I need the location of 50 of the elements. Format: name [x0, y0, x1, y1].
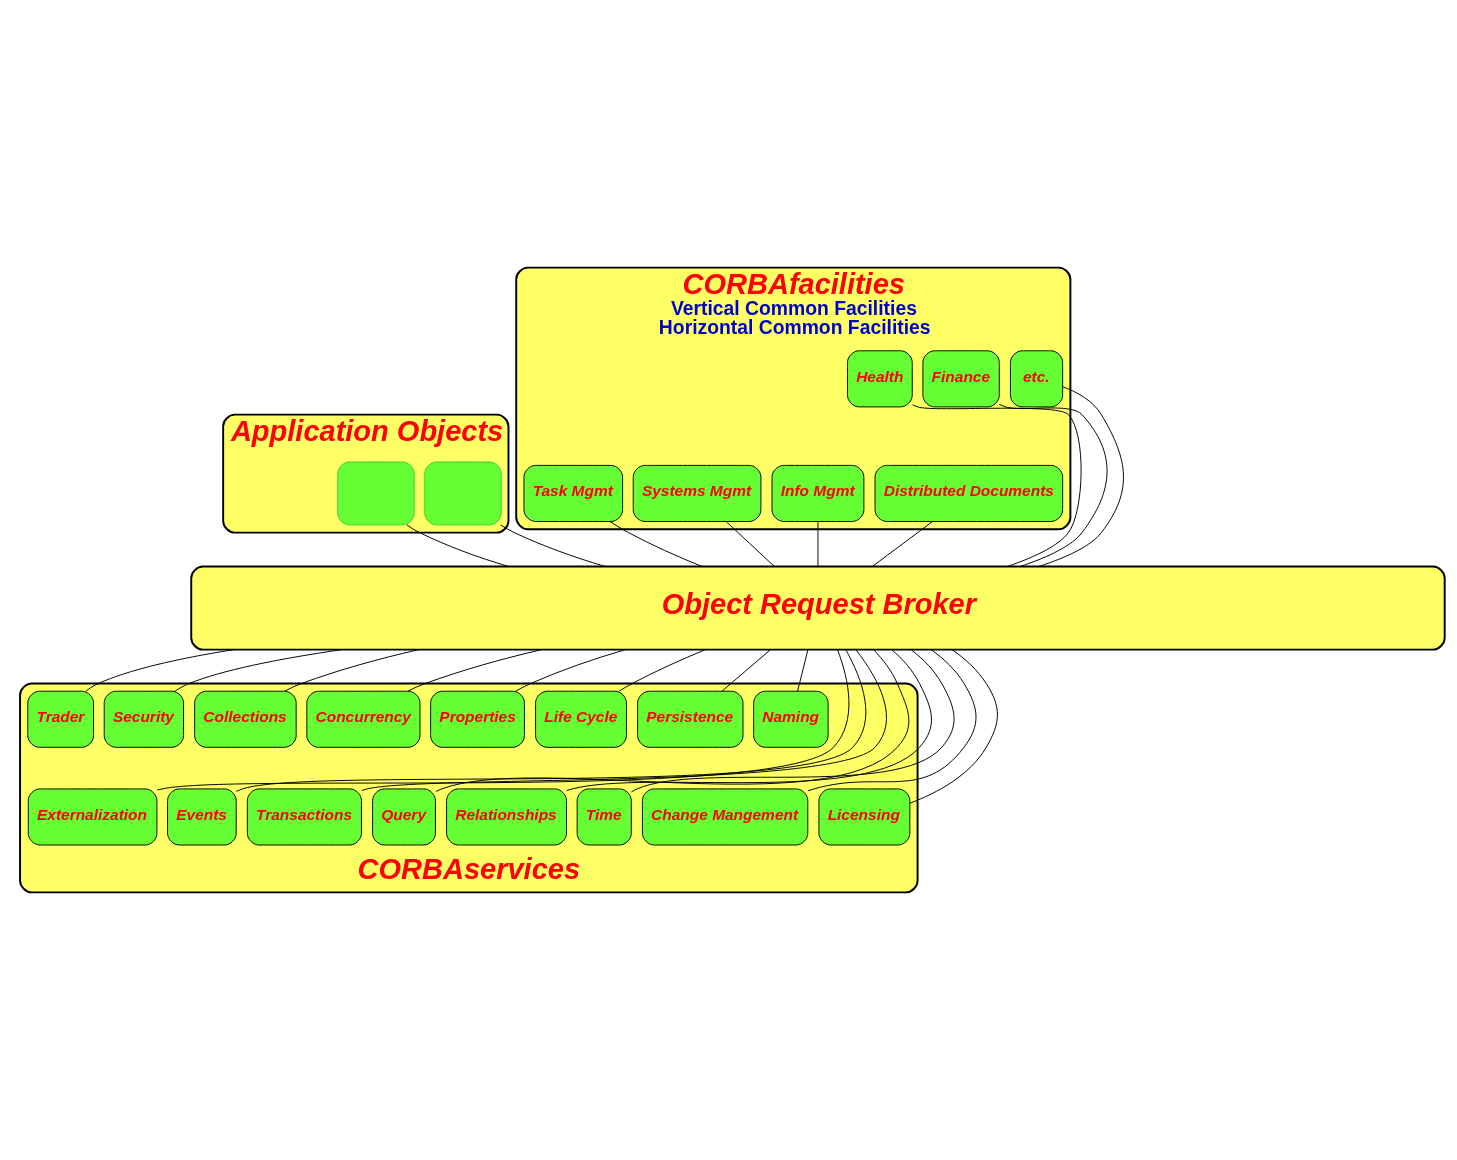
- connector: [807, 649, 977, 792]
- node-box: Transactions: [246, 788, 362, 846]
- connector: [85, 649, 235, 692]
- connector: [174, 649, 342, 692]
- node-box: Persistence: [637, 690, 744, 748]
- node-box: Distributed Documents: [874, 464, 1064, 522]
- node-box: Object Request Broker: [190, 565, 1446, 651]
- connector: [912, 404, 1082, 567]
- node-box: Change Mangement: [641, 788, 809, 846]
- node-box: Info Mgmt: [771, 464, 865, 522]
- connector: [1038, 386, 1124, 567]
- connector: [797, 649, 809, 692]
- node-box: Concurrency: [306, 690, 421, 748]
- node-box: Time: [576, 788, 632, 846]
- connector: [609, 521, 703, 567]
- node-box: Events: [167, 788, 237, 846]
- node-box: Collections: [194, 690, 297, 748]
- node-box: Query: [372, 788, 436, 846]
- node-box: [337, 461, 415, 526]
- connector: [566, 649, 932, 791]
- node-box: Health: [846, 350, 913, 408]
- connector: [721, 649, 771, 692]
- connector: [515, 649, 626, 692]
- cluster: Application Objects: [222, 413, 510, 534]
- connector: [500, 524, 606, 567]
- node-box: etc.: [1009, 350, 1064, 408]
- connector: [406, 524, 509, 567]
- node-box: Properties: [430, 690, 525, 748]
- node-box: Trader: [27, 690, 95, 748]
- connector: [817, 521, 819, 567]
- node-box: Task Mgmt: [523, 464, 624, 522]
- connector: [435, 649, 910, 792]
- connector: [725, 521, 775, 567]
- connector: [998, 404, 1108, 567]
- connector: [871, 521, 933, 567]
- connector: [407, 649, 543, 692]
- node-box: Externalization: [27, 788, 158, 846]
- connector: [909, 649, 998, 804]
- connector: [284, 649, 420, 692]
- node-box: Licensing: [818, 788, 911, 846]
- node-box: Life Cycle: [535, 690, 627, 748]
- connector: [631, 649, 955, 793]
- node-box: Finance: [922, 350, 1000, 408]
- node-box: [424, 461, 502, 526]
- node-box: Systems Mgmt: [632, 464, 762, 522]
- node-box: Naming: [753, 690, 829, 748]
- connector: [618, 649, 706, 692]
- connector: [361, 649, 887, 791]
- node-box: Relationships: [446, 788, 567, 846]
- node-box: Security: [103, 690, 184, 748]
